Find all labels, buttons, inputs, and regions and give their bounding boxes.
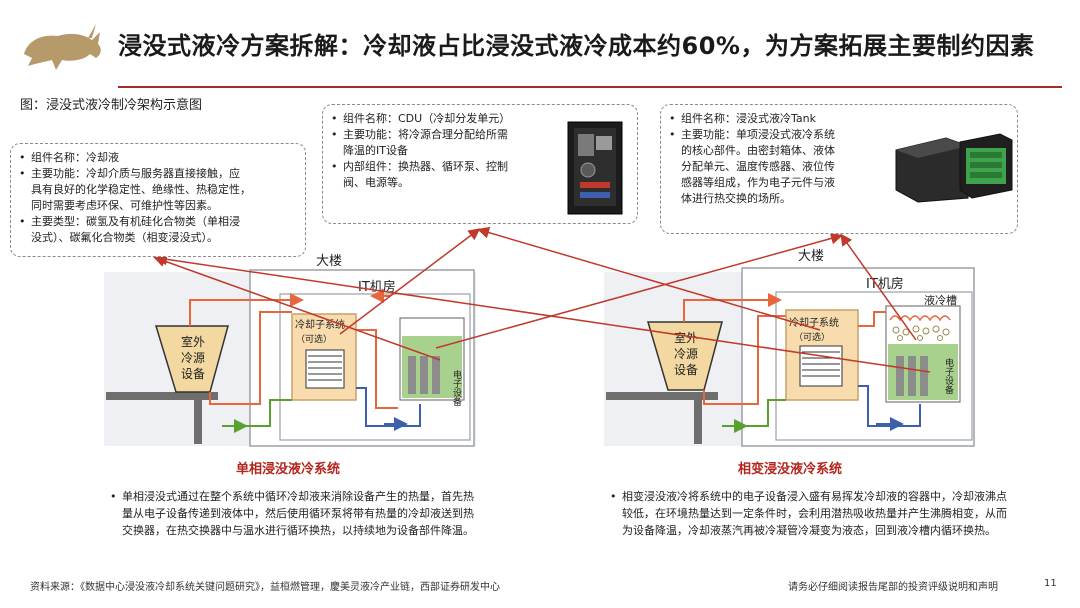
bullet-dot: •	[610, 488, 617, 505]
phase-building-label: 大楼	[798, 249, 824, 264]
single-cooling-l1: 冷却子系统	[295, 318, 345, 331]
single-desc-text: 单相浸没式通过在整个系统中循环冷却液来消除设备产生的热量，首先热量从电子设备传递…	[110, 488, 482, 539]
single-outdoor-l2: 冷源	[181, 351, 205, 365]
single-building-label: 大楼	[316, 254, 342, 269]
phase-desc-text: 相变浸没液冷将系统中的电子设备浸入盛有易挥发冷却液的容器中，冷却液沸点较低，在环…	[610, 488, 1014, 539]
callout-coolant: 组件名称：冷却液 主要功能：冷却介质与服务器直接接触，应 具有良好的化学稳定性、…	[10, 143, 306, 257]
cdu-cabinet-image	[566, 120, 624, 216]
coolant-func-l1: 主要功能：冷却介质与服务器直接接触，应	[17, 166, 297, 182]
tank-name: 组件名称：浸没式液冷Tank	[667, 111, 1009, 127]
bullet-dot: •	[110, 488, 117, 505]
single-cooling-l2: （可选）	[296, 333, 332, 345]
coolant-type-l2: 没式）、碳氟化合物类（相变浸没式）。	[17, 230, 297, 246]
coolant-name: 组件名称：冷却液	[17, 150, 297, 166]
page-number: 11	[1044, 578, 1057, 589]
single-outdoor-l3: 设备	[181, 367, 205, 381]
phase-tank-label: 液冷槽	[924, 293, 957, 307]
immersion-tank-image	[890, 128, 1016, 204]
phase-device-label: 电子设备	[943, 357, 954, 394]
single-device-label: 电子设备	[451, 369, 462, 406]
phase-outdoor-l2: 冷源	[674, 347, 698, 361]
disclaimer: 请务必仔细阅读报告尾部的投资评级说明和声明	[788, 578, 998, 593]
single-outdoor-l1: 室外	[181, 334, 205, 349]
phase-outdoor-l3: 设备	[674, 363, 698, 377]
single-phase-system: 大楼 IT机房 室外 冷源 设备 冷却子系统 （可选）	[104, 254, 476, 446]
phase-change-description: • 相变浸没液冷将系统中的电子设备浸入盛有易挥发冷却液的容器中，冷却液沸点较低，…	[610, 488, 1014, 539]
coolant-func-l3: 同时需要考虑环保、可维护性等因素。	[17, 198, 297, 214]
phase-change-system: 大楼 IT机房 液冷槽 室外 冷源 设备 冷却子系统 （可选）	[604, 249, 974, 446]
single-phase-description: • 单相浸没式通过在整个系统中循环冷却液来消除设备产生的热量，首先热量从电子设备…	[110, 488, 482, 539]
phase-cooling-l2: （可选）	[794, 331, 830, 343]
coolant-type-l1: 主要类型：碳氢及有机硅化合物类（单相浸	[17, 214, 297, 230]
coolant-func-l2: 具有良好的化学稳定性、绝缘性、热稳定性，	[17, 182, 297, 198]
single-phase-caption: 单相浸没液冷系统	[236, 458, 340, 477]
source-note: 资料来源：《数据中心浸没液冷却系统关键问题研究》，益桓燃管理，慶美灵液冷产业链，…	[30, 578, 500, 593]
phase-change-caption: 相变浸没液冷系统	[738, 458, 842, 477]
